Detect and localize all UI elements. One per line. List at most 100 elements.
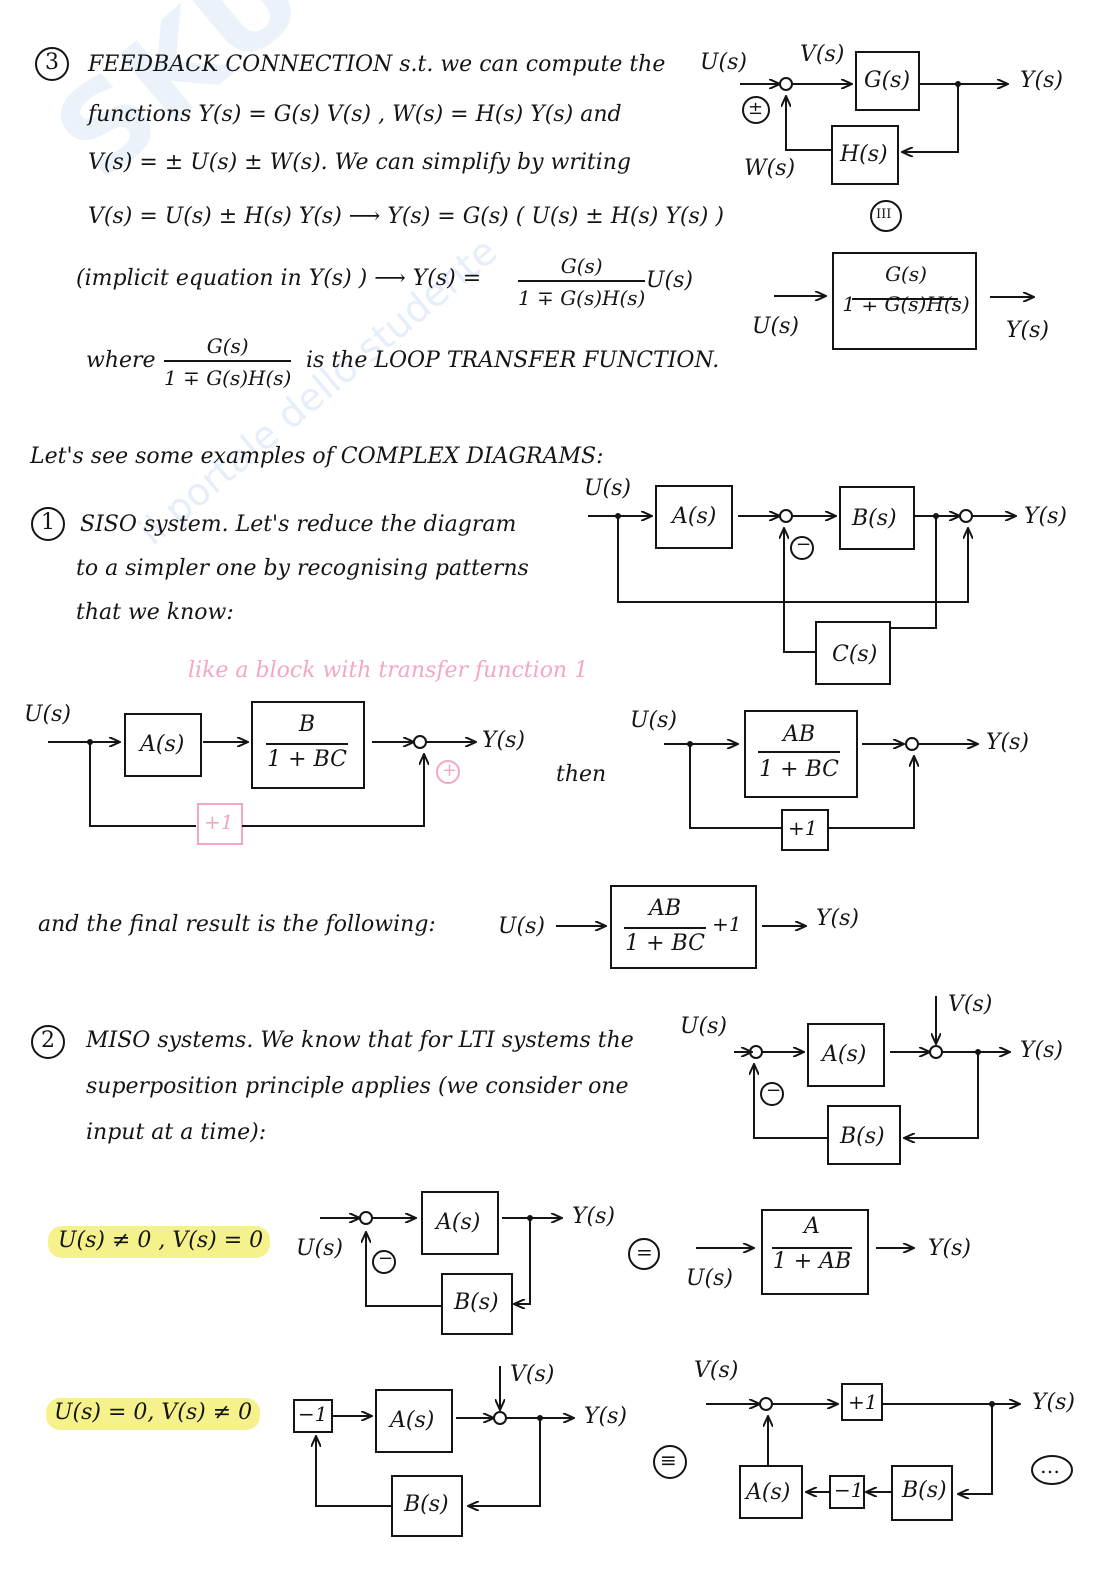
example1-number: 1	[41, 510, 55, 535]
siso-diagram	[588, 485, 1016, 685]
fb-pm-label: ±	[748, 98, 764, 119]
case2-y-label: Y(s)	[584, 1404, 627, 1429]
miso-a-label: A(s)	[822, 1042, 867, 1067]
case1-den: 1 + AB	[772, 1249, 852, 1274]
final-den: 1 + BC	[625, 931, 705, 956]
section3-line2: functions Y(s) = G(s) V(s) , W(s) = H(s)…	[88, 102, 622, 127]
example2-line2: superposition principle applies (we cons…	[86, 1074, 629, 1099]
section3-line1: FEEDBACK CONNECTION s.t. we can compute …	[88, 52, 666, 77]
step2-den: 1 + BC	[759, 757, 839, 782]
example2-line1: MISO systems. We know that for LTI syste…	[86, 1028, 634, 1053]
section3-line4: V(s) = U(s) ± H(s) Y(s) ⟶ Y(s) = G(s) ( …	[88, 204, 724, 229]
section3-fraction2: G(s) 1 ∓ G(s)H(s)	[164, 334, 292, 390]
case1-diagram	[320, 1191, 914, 1335]
fb-w-label: W(s)	[744, 156, 796, 181]
section3-line6a: where	[86, 348, 156, 373]
case2-diagram	[293, 1366, 1073, 1537]
case1-y-label: Y(s)	[572, 1204, 615, 1229]
section3-fraction: G(s) 1 ∓ G(s)H(s)	[518, 254, 646, 310]
highlight-case1	[48, 1226, 270, 1258]
case1-u-label: U(s)	[296, 1236, 343, 1261]
step1-a-label: A(s)	[140, 732, 185, 757]
final-y-label: Y(s)	[816, 906, 859, 931]
example2-number: 2	[41, 1028, 55, 1053]
fb-y-label: Y(s)	[1020, 68, 1063, 93]
final-num: AB	[648, 896, 682, 921]
case2-v2-label: V(s)	[694, 1358, 739, 1383]
example2-line3: input at a time):	[86, 1120, 267, 1145]
step2-fraction: AB 1 + BC	[758, 722, 840, 782]
section3-number-circle	[35, 47, 69, 81]
miso-minus-label: −	[766, 1080, 782, 1101]
miso-diagram	[734, 996, 1010, 1165]
step1-gain-label: +1	[204, 810, 234, 834]
section3-line6b: is the LOOP TRANSFER FUNCTION.	[306, 348, 720, 373]
case2-dots-label: …	[1040, 1454, 1060, 1478]
step2-u-label: U(s)	[630, 708, 677, 733]
case2-neg2-label: −1	[834, 1478, 864, 1502]
case1-fraction: A 1 + AB	[772, 1214, 852, 1274]
feedback-simplified	[774, 252, 1034, 350]
pink-note: like a block with transfer function 1	[188, 658, 589, 683]
case2-v-label: V(s)	[510, 1362, 555, 1387]
example1-line3: that we know:	[76, 600, 234, 625]
case1-minus-label: −	[378, 1248, 394, 1269]
highlight-case2	[46, 1398, 260, 1430]
case1-eq-label: =	[636, 1240, 653, 1264]
example1-line2: to a simpler one by recognising patterns	[76, 556, 529, 581]
case1-a-label: A(s)	[436, 1210, 481, 1235]
siso-step2	[664, 710, 978, 851]
siso-b-label: B(s)	[852, 506, 897, 531]
step2-num: AB	[782, 722, 816, 747]
siso-step1	[48, 701, 476, 845]
final-fraction: AB 1 + BC	[624, 896, 706, 956]
step2-y-label: Y(s)	[986, 730, 1029, 755]
roman-circle	[870, 200, 902, 232]
case2-neg-label: −1	[298, 1402, 328, 1426]
miso-v-label: V(s)	[948, 992, 993, 1017]
step1-u-label: U(s)	[24, 702, 71, 727]
example1-line1: SISO system. Let's reduce the diagram	[80, 512, 517, 537]
step1-y-label: Y(s)	[482, 728, 525, 753]
step1-fraction: B 1 + BC	[266, 712, 348, 772]
section3-line3: V(s) = ± U(s) ± W(s). We can simplify by…	[88, 150, 632, 175]
then-label: then	[556, 762, 607, 787]
fb-v-label: V(s)	[800, 42, 845, 67]
final-u-label: U(s)	[498, 914, 545, 939]
feedback-diagram	[740, 51, 1008, 232]
case1-y2-label: Y(s)	[928, 1236, 971, 1261]
section3-line5a: (implicit equation in Y(s) ) ⟶ Y(s) =	[76, 266, 482, 291]
section3-fraction-den: 1 ∓ G(s)H(s)	[518, 286, 646, 310]
miso-b-label: B(s)	[840, 1124, 885, 1149]
siso-u-label: U(s)	[584, 476, 631, 501]
section3-fraction2-den: 1 ∓ G(s)H(s)	[164, 366, 292, 390]
example2-number-circle	[31, 1025, 65, 1059]
miso-y-label: Y(s)	[1020, 1038, 1063, 1063]
case1-num: A	[804, 1214, 820, 1239]
case2-label: U(s) = 0, V(s) ≠ 0	[54, 1400, 253, 1425]
fb-g-label: G(s)	[864, 68, 911, 93]
section3-fraction2-num: G(s)	[164, 334, 292, 362]
case2-eq-label: ≡	[660, 1448, 677, 1472]
fb2-y-label: Y(s)	[1006, 318, 1049, 343]
fb2-u-label: U(s)	[752, 314, 799, 339]
final-plus-label: +1	[712, 912, 742, 936]
step1-num: B	[298, 712, 316, 737]
fb2-fraction: G(s) 1 ∓ G(s)H(s)	[842, 262, 970, 316]
section3-fraction-num: G(s)	[518, 254, 646, 282]
fb2-den: 1 ∓ G(s)H(s)	[842, 292, 970, 316]
siso-minus-label: −	[796, 534, 812, 555]
siso-y-label: Y(s)	[1024, 504, 1067, 529]
siso-a-label: A(s)	[672, 504, 717, 529]
case1-u2-label: U(s)	[686, 1266, 733, 1291]
examples-heading: Let's see some examples of COMPLEX DIAGR…	[30, 444, 604, 469]
fb2-num: G(s)	[885, 262, 927, 286]
h-block	[831, 125, 899, 185]
siso-c-label: C(s)	[832, 642, 878, 667]
section3-number: 3	[45, 50, 59, 75]
step2-gain-label: +1	[788, 816, 818, 840]
case2-plus1-label: +1	[848, 1390, 878, 1414]
fb-u-label: U(s)	[700, 50, 747, 75]
step1-plus-label: +	[442, 760, 458, 781]
